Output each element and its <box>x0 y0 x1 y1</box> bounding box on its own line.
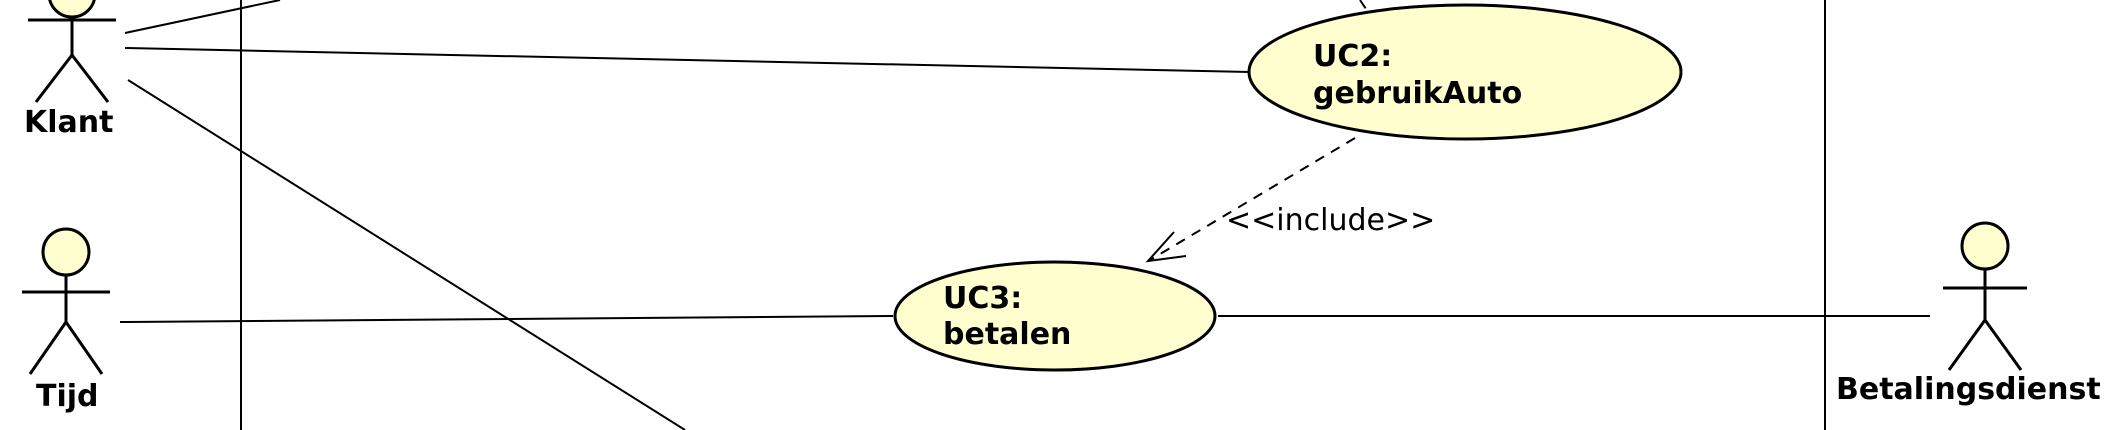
include-relation-line <box>1149 137 1356 261</box>
actor-klant-leg-left <box>34 54 74 103</box>
actor-betalingsdienst-label: Betalingsdienst <box>1836 372 2101 407</box>
actor-tijd-leg-left <box>28 321 68 375</box>
actor-tijd-head <box>41 227 91 277</box>
actor-betalingsdienst-leg-right <box>1983 319 2023 371</box>
actor-betalingsdienst-head <box>1960 221 2010 271</box>
actor-klant-leg-right <box>70 54 110 103</box>
usecase-uc3[interactable]: UC3: betalen <box>893 260 1217 372</box>
usecase-uc2-name: gebruikAuto <box>1313 76 1522 111</box>
include-label: <<include>> <box>1226 203 1435 238</box>
usecase-uc3-name: betalen <box>943 317 1071 352</box>
usecase-uc2-shape <box>1247 3 1683 141</box>
actor-betalingsdienst-leg-left <box>1947 319 1987 371</box>
usecase-uc3-id: UC3: <box>943 281 1022 316</box>
dashed-relation-top <box>1359 0 1369 13</box>
association-klant-offscreen <box>124 0 281 34</box>
usecase-uc2[interactable]: UC2: gebruikAuto <box>1247 3 1683 141</box>
include-arrowhead <box>1145 231 1187 263</box>
association-klant-offscreen-lower <box>127 79 686 430</box>
actor-klant-head <box>48 0 96 19</box>
actor-tijd-label: Tijd <box>36 379 99 414</box>
actor-klant[interactable]: Klant <box>24 0 116 140</box>
actor-klant-label: Klant <box>24 105 113 140</box>
usecase-uc2-id: UC2: <box>1313 39 1392 74</box>
association-tijd-uc3 <box>119 315 894 323</box>
actor-betalingsdienst[interactable]: Betalingsdienst <box>1836 221 2101 407</box>
usecase-uc3-shape <box>893 260 1217 372</box>
actor-tijd-leg-right <box>64 321 104 375</box>
actor-tijd[interactable]: Tijd <box>22 227 110 414</box>
association-klant-uc2 <box>124 47 1251 73</box>
